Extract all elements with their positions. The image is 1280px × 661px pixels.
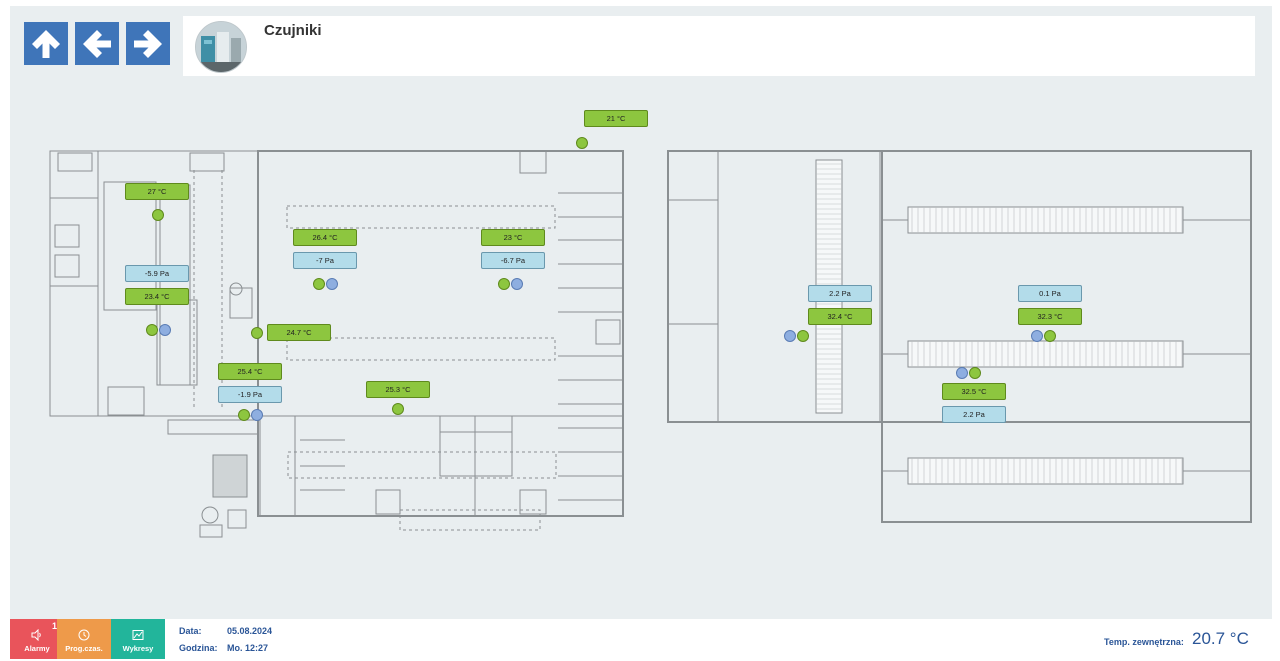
charts-label: Wykresy bbox=[122, 644, 154, 653]
temperature-sensor-value[interactable]: 32.3 °C bbox=[1018, 308, 1082, 325]
pressure-sensor-marker[interactable] bbox=[784, 330, 796, 342]
pressure-sensor-value[interactable]: -1.9 Pa bbox=[218, 386, 282, 403]
alarms-button[interactable]: 12 Alarmy bbox=[10, 619, 64, 659]
pressure-sensor-value[interactable]: -7 Pa bbox=[293, 252, 357, 269]
outside-temp-label: Temp. zewnętrzna: bbox=[1104, 637, 1184, 647]
temperature-sensor-marker[interactable] bbox=[146, 324, 158, 336]
temperature-sensor-value[interactable]: 24.7 °C bbox=[267, 324, 331, 341]
temperature-sensor-value[interactable]: 25.4 °C bbox=[218, 363, 282, 380]
rack-hatching bbox=[816, 163, 1183, 484]
page-title: Czujniki bbox=[264, 22, 322, 39]
temperature-sensor-value[interactable]: 27 °C bbox=[125, 183, 189, 200]
temperature-sensor-marker[interactable] bbox=[969, 367, 981, 379]
schedules-label: Prog.czas. bbox=[65, 644, 103, 653]
temperature-sensor-marker[interactable] bbox=[576, 137, 588, 149]
temperature-sensor-value[interactable]: 32.5 °C bbox=[942, 383, 1006, 400]
pressure-sensor-value[interactable]: -5.9 Pa bbox=[125, 265, 189, 282]
arrow-right-icon bbox=[134, 29, 162, 58]
temperature-sensor-value[interactable]: 23 °C bbox=[481, 229, 545, 246]
arrow-left-icon bbox=[83, 29, 111, 58]
pressure-sensor-value[interactable]: 2.2 Pa bbox=[808, 285, 872, 302]
pressure-sensor-value[interactable]: -6.7 Pa bbox=[481, 252, 545, 269]
pressure-sensor-value[interactable]: 2.2 Pa bbox=[942, 406, 1006, 423]
temperature-sensor-marker[interactable] bbox=[152, 209, 164, 221]
nav-forward-button[interactable] bbox=[126, 22, 170, 65]
temperature-sensor-value[interactable]: 21 °C bbox=[584, 110, 648, 127]
temperature-sensor-value[interactable]: 26.4 °C bbox=[293, 229, 357, 246]
temperature-sensor-marker[interactable] bbox=[1044, 330, 1056, 342]
outside-temp-value: 20.7 °C bbox=[1192, 629, 1249, 648]
nav-up-button[interactable] bbox=[24, 22, 68, 65]
temperature-sensor-marker[interactable] bbox=[313, 278, 325, 290]
pressure-sensor-marker[interactable] bbox=[326, 278, 338, 290]
page-header: Czujniki bbox=[183, 16, 1255, 76]
right-building-plan bbox=[667, 150, 1252, 523]
speaker-icon bbox=[31, 629, 41, 641]
pressure-sensor-marker[interactable] bbox=[251, 409, 263, 421]
alarms-label: Alarmy bbox=[24, 644, 50, 653]
temperature-sensor-value[interactable]: 23.4 °C bbox=[125, 288, 189, 305]
pressure-sensor-marker[interactable] bbox=[956, 367, 968, 379]
temperature-sensor-marker[interactable] bbox=[392, 403, 404, 415]
schedules-button[interactable]: Prog.czas. bbox=[57, 619, 111, 659]
temperature-sensor-marker[interactable] bbox=[251, 327, 263, 339]
pressure-sensor-marker[interactable] bbox=[511, 278, 523, 290]
avatar bbox=[195, 21, 247, 73]
temperature-sensor-value[interactable]: 25.3 °C bbox=[366, 381, 430, 398]
time-value: Mo. 12:27 bbox=[227, 643, 269, 653]
pressure-sensor-marker[interactable] bbox=[159, 324, 171, 336]
temperature-sensor-marker[interactable] bbox=[498, 278, 510, 290]
left-building-plan bbox=[49, 150, 624, 538]
footer-bar: 12 Alarmy Prog.czas. Wykresy Data: 05.08… bbox=[0, 619, 1280, 661]
temperature-sensor-marker[interactable] bbox=[238, 409, 250, 421]
date-value: 05.08.2024 bbox=[227, 626, 273, 636]
time-label: Godzina: bbox=[179, 643, 218, 653]
clock-icon bbox=[78, 629, 90, 641]
arrow-up-icon bbox=[32, 29, 60, 58]
chart-icon bbox=[132, 630, 144, 640]
pressure-sensor-marker[interactable] bbox=[1031, 330, 1043, 342]
charts-button[interactable]: Wykresy bbox=[111, 619, 165, 659]
nav-back-button[interactable] bbox=[75, 22, 119, 65]
temperature-sensor-marker[interactable] bbox=[797, 330, 809, 342]
alarm-count-badge: 12 bbox=[52, 621, 62, 631]
pressure-sensor-value[interactable]: 0.1 Pa bbox=[1018, 285, 1082, 302]
date-label: Data: bbox=[179, 626, 202, 636]
temperature-sensor-value[interactable]: 32.4 °C bbox=[808, 308, 872, 325]
